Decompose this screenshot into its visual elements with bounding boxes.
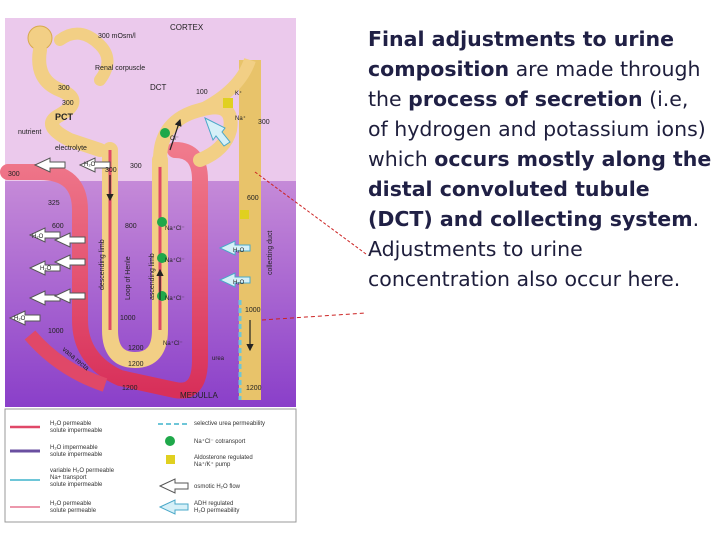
nacl-cotransport-icon — [157, 217, 167, 227]
h2o-label-2: H₂O — [233, 280, 245, 286]
na-k-pump-icon — [240, 210, 249, 219]
flow-arrows — [106, 118, 254, 352]
legend-label: solute permeable — [50, 508, 97, 514]
legend-label: variable H₂O permeable — [50, 468, 115, 474]
legend-label: Aldosterone regulated — [194, 455, 253, 461]
value-600: 600 — [52, 223, 64, 230]
collecting-duct-label: collecting duct — [267, 231, 274, 275]
legend-box — [4, 408, 297, 523]
ascending-limb-label: ascending limb — [149, 253, 156, 300]
value-1000: 1000 — [245, 307, 261, 314]
legend-label: H₂O permeable — [50, 501, 92, 507]
value-600: 600 — [247, 195, 259, 202]
h2o-label-4: H₂O — [40, 266, 52, 272]
value-300: 300 — [105, 167, 117, 174]
nacl-label-3: Na⁺Cl⁻ — [165, 295, 185, 302]
legend-label: H₂O permeability — [194, 508, 239, 514]
explanation-paragraph: Final adjustments to urine composition a… — [368, 24, 713, 294]
value-1200: 1200 — [128, 361, 144, 368]
legend-label: H₂O permeable — [50, 421, 92, 427]
value-325: 325 — [48, 200, 60, 207]
osm-top: 300 mOsm/l — [98, 33, 136, 40]
paragraph-span: process of secretion — [408, 87, 643, 111]
nutrient-label: nutrient — [18, 129, 41, 136]
paragraph-span: are made through the — [368, 57, 701, 111]
pointer-dct — [254, 171, 367, 255]
h2o-label-3: H₂O — [32, 234, 44, 240]
value-300: 300 — [258, 119, 270, 126]
descending-limb-label: descending limb — [99, 239, 106, 290]
value-300: 300 — [130, 163, 142, 170]
legend-label: Na⁺/K⁺ pump — [194, 461, 231, 468]
legend-label: selective urea permeability — [194, 421, 265, 427]
vasa-recta — [0, 142, 208, 399]
paragraph-span: occurs mostly along the distal convolute… — [368, 147, 712, 231]
adh-water-arrows — [204, 116, 251, 288]
renal-corpuscle-label: Renal corpuscle — [95, 65, 145, 72]
legend-label: solute impermeable — [50, 428, 103, 434]
vasa-recta-lower — [24, 330, 108, 392]
legend: H₂O permeable solute impermeable H₂O imp… — [10, 421, 265, 515]
value-100: 100 — [196, 89, 208, 96]
value-300: 300 — [58, 85, 70, 92]
nacl-label-4: Na⁺Cl⁻ — [163, 340, 183, 347]
electrolyte-label: electrolyte — [55, 145, 87, 152]
paragraph-span: (i.e, of hydrogen and potassium ions) wh… — [368, 87, 706, 171]
cl-label: Cl⁻ — [170, 136, 179, 142]
pct-loop — [54, 27, 114, 86]
proximal-convoluted-tubule — [32, 43, 107, 157]
legend-label: ADH regulated — [194, 501, 233, 507]
nacl-cotransport-icon — [157, 253, 167, 263]
distal-convoluted-tubule — [153, 100, 238, 167]
pointer-collecting — [261, 312, 367, 321]
nacl-cotransport-icon — [160, 128, 170, 138]
value-300: 300 — [62, 100, 74, 107]
osmotic-water-arrows — [8, 157, 111, 326]
loop-of-henle — [102, 142, 168, 369]
value-1200: 1200 — [128, 345, 144, 352]
legend-label: Na⁺Cl⁻ cotransport — [194, 438, 246, 445]
value-1000: 1000 — [120, 315, 136, 322]
legend-label: H₂O impermeable — [50, 445, 98, 451]
nacl-label-2: Na⁺Cl⁻ — [165, 257, 185, 264]
value-800: 800 — [125, 223, 137, 230]
value-300: 300 — [8, 171, 20, 178]
pct-label: PCT — [55, 112, 74, 122]
value-1200: 1200 — [246, 385, 262, 392]
medulla-label: MEDULLA — [180, 391, 218, 400]
loop-of-henle-label: Loop of Henle — [125, 256, 132, 300]
h2o-label: H₂O — [233, 248, 245, 254]
paragraph-span: . Adjustments to urine concentration als… — [368, 207, 700, 291]
urea-label: urea — [212, 356, 225, 362]
h2o-label-6: H₂O — [84, 162, 96, 168]
nacl-label: Na⁺Cl⁻ — [165, 225, 185, 232]
legend-label: solute impermeable — [50, 482, 103, 488]
dct-label: DCT — [150, 83, 167, 92]
value-1000: 1000 — [48, 328, 64, 335]
paragraph-span: Final adjustments to urine composition — [368, 27, 674, 81]
connecting-tubule — [197, 57, 256, 116]
na-label: Na⁺ — [235, 115, 246, 122]
cortex-label: CORTEX — [170, 23, 204, 32]
kidney-nephron-diagram: CORTEX MEDULLA 300 mOsm/l Renal corpuscl… — [0, 18, 297, 523]
legend-label: solute impermeable — [50, 452, 103, 458]
legend-label: osmotic H₂O flow — [194, 484, 241, 490]
na-k-pump-icon — [223, 98, 233, 108]
k-label: K⁺ — [235, 90, 242, 97]
value-1200: 1200 — [122, 385, 138, 392]
h2o-label-5: H₂O — [14, 316, 26, 322]
legend-label: Na+ transport — [50, 475, 87, 481]
